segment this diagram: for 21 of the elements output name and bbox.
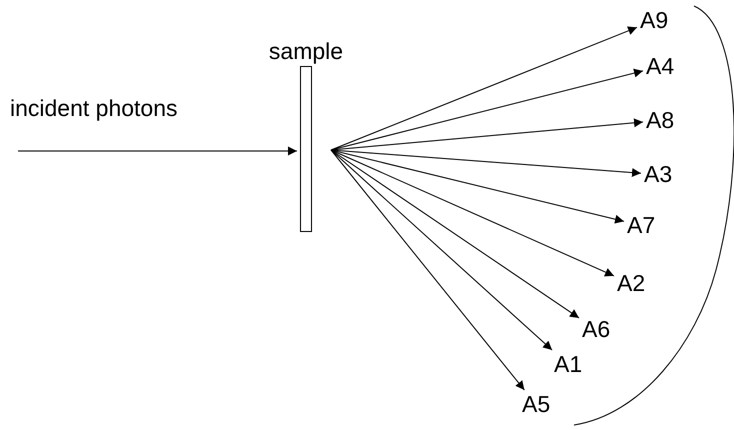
photon-arrow <box>330 150 614 276</box>
beam-label: incident photons <box>10 97 178 120</box>
detector-label: A1 <box>554 351 582 377</box>
photon-arrow <box>330 150 642 178</box>
photon-arrow <box>18 146 298 156</box>
photon-arrow <box>330 150 580 318</box>
photon-arrow <box>330 150 553 350</box>
photon-arrow <box>330 150 624 224</box>
detector-label: A6 <box>582 316 610 342</box>
detector-label: A7 <box>627 212 656 238</box>
detector-label: A5 <box>522 391 550 417</box>
detector-label: A3 <box>644 161 672 187</box>
photon-arrow <box>330 26 638 150</box>
photon-arrow <box>330 118 644 150</box>
photon-arrow <box>330 68 644 150</box>
detector-label: A2 <box>617 270 646 296</box>
photon-arrow <box>330 150 525 390</box>
detector-label: A9 <box>640 7 668 33</box>
sample-label: sample <box>268 40 344 63</box>
detector-label: A8 <box>646 107 674 133</box>
detector-label: A4 <box>646 53 674 79</box>
